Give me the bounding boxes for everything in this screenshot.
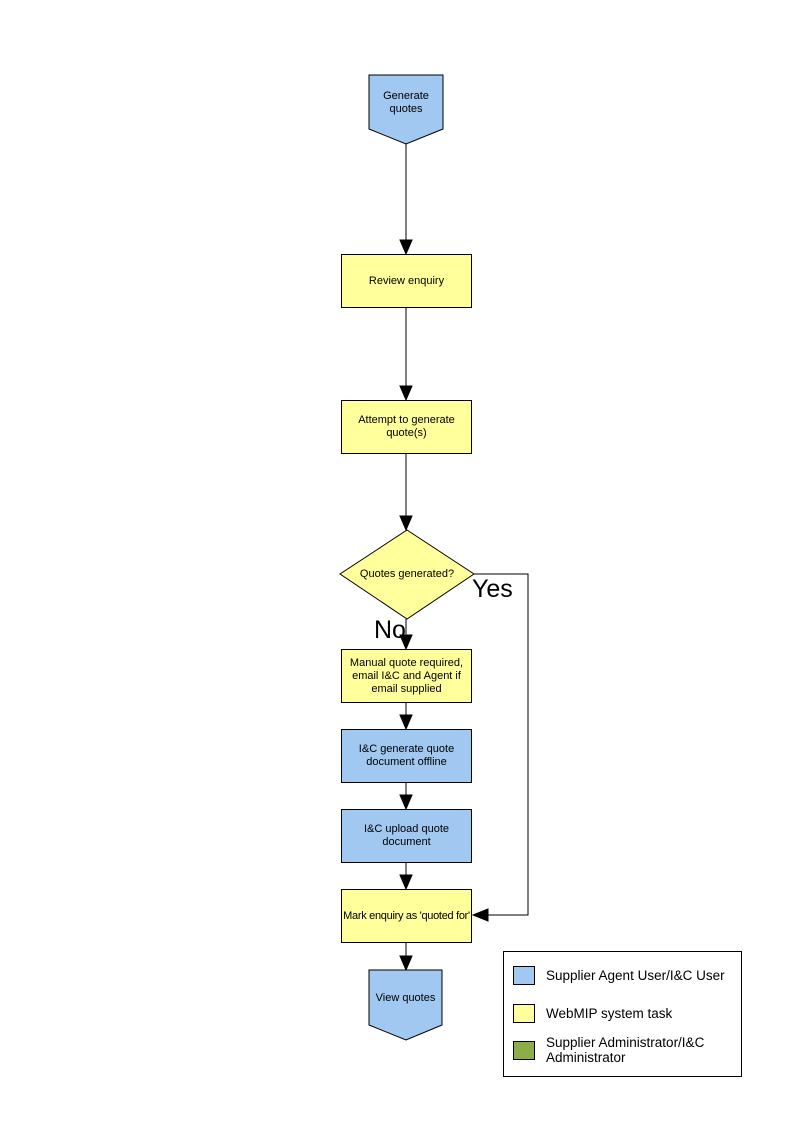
edge-label-no: No <box>374 616 406 644</box>
connector-mark-end <box>399 943 413 972</box>
connector-offline-upload <box>399 783 413 811</box>
connector-manual-offline <box>399 703 413 731</box>
legend-swatch-blue <box>513 966 535 985</box>
connector-upload-mark <box>399 863 413 891</box>
connector-attempt-decision <box>399 454 413 532</box>
legend-label: WebMIP system task <box>546 1006 673 1021</box>
node-attempt-generate-quotes: Attempt to generate quote(s) <box>341 400 472 454</box>
node-manual-quote-required: Manual quote required, email I&C and Age… <box>341 649 472 703</box>
node-view-quotes: View quotes <box>375 991 436 1004</box>
edge-label-yes: Yes <box>472 575 513 603</box>
node-ic-upload-quote-document: I&C upload quote document <box>341 809 472 863</box>
legend-label: Supplier Agent User/I&C User <box>546 968 725 983</box>
legend-label: Supplier Administrator/I&C Administrator <box>546 1035 705 1065</box>
connector-review-attempt <box>399 308 413 402</box>
decision-diamond-shape <box>339 529 475 620</box>
node-quotes-generated-decision: Quotes generated? <box>359 568 455 580</box>
node-ic-generate-quote-offline: I&C generate quote document offline <box>341 729 472 783</box>
legend-swatch-green <box>513 1040 535 1060</box>
legend-item-webmip-task: WebMIP system task <box>513 1004 672 1023</box>
connector-decision-yes-mark <box>471 573 529 922</box>
connector-decision-no-manual <box>399 619 413 651</box>
connector-start-review <box>399 144 413 256</box>
legend-box: Supplier Agent User/I&C User WebMIP syst… <box>503 951 742 1077</box>
node-generate-quotes: Generate quotes <box>383 90 429 115</box>
start-terminator-shape <box>368 74 444 145</box>
legend-item-supplier-agent: Supplier Agent User/I&C User <box>513 966 725 985</box>
legend-item-supplier-admin: Supplier Administrator/I&C Administrator <box>513 1035 732 1065</box>
legend-swatch-yellow <box>513 1004 535 1023</box>
node-mark-enquiry-quoted-for: Mark enquiry as 'quoted for' <box>341 889 472 943</box>
node-review-enquiry: Review enquiry <box>341 254 472 308</box>
end-terminator-shape <box>368 969 443 1041</box>
